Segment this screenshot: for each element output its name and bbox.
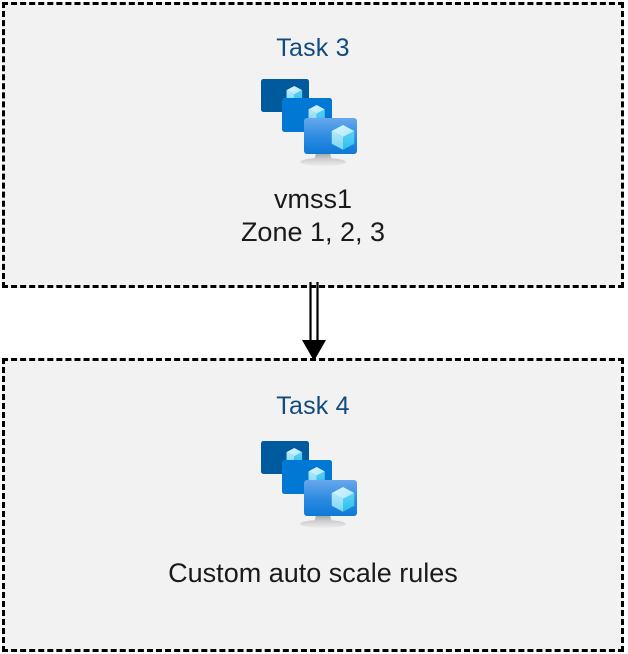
vm-scale-set-icon [260, 439, 366, 535]
task-title: Task 4 [276, 392, 350, 420]
caption-line: Custom auto scale rules [168, 558, 458, 588]
task-title: Task 3 [276, 34, 350, 62]
task-node-task-3[interactable]: Task 3 [2, 2, 624, 288]
connector-arrow-task3-to-task4 [297, 282, 331, 362]
task-node-task-4[interactable]: Task 4 [2, 358, 624, 652]
task-captions: vmss1 Zone 1, 2, 3 [241, 183, 385, 249]
task-captions: Custom auto scale rules [168, 557, 458, 590]
caption-line: vmss1 [273, 184, 352, 214]
vm-scale-set-icon [260, 77, 366, 173]
caption-line: Zone 1, 2, 3 [240, 217, 386, 247]
